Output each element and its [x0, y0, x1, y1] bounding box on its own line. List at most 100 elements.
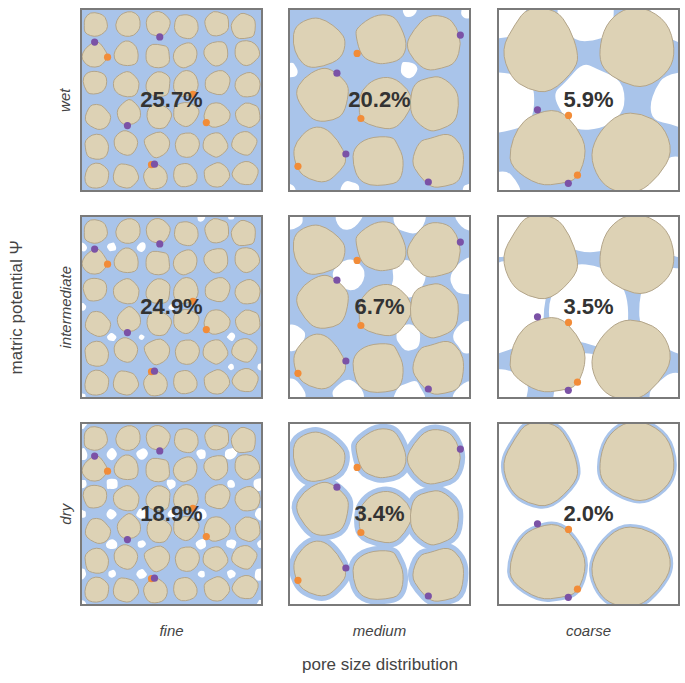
soil-grain: [84, 427, 107, 451]
water-percentage: 5.9%: [563, 87, 613, 113]
soil-grain: [144, 164, 168, 189]
soil-grain: [235, 103, 260, 128]
soil-grain: [144, 339, 170, 365]
soil-grain: [204, 456, 228, 480]
microbe-dot: [425, 592, 432, 599]
soil-grain: [410, 284, 458, 338]
soil-grain: [175, 133, 199, 158]
air-pocket: [290, 184, 296, 190]
microbe-dot: [104, 468, 111, 475]
soil-grain: [117, 306, 140, 331]
water-film: [592, 527, 670, 604]
air-pocket: [401, 62, 418, 78]
soil-grain: [231, 220, 255, 245]
microbe-dot: [333, 277, 340, 284]
row-label: intermediate: [58, 266, 75, 349]
air-pocket: [290, 63, 298, 77]
water-film: [504, 424, 578, 506]
air-pocket: [228, 364, 234, 371]
soil-grain: [504, 424, 578, 506]
water-film: [294, 541, 346, 596]
soil-grain: [510, 525, 585, 599]
soil-grain: [83, 485, 107, 508]
air-pocket: [107, 333, 117, 341]
soil-grain: [235, 486, 260, 511]
soil-grain: [85, 548, 109, 573]
soil-grain: [113, 371, 138, 395]
axis-title: matric potential Ψ: [8, 240, 27, 374]
soil-grain: [113, 164, 138, 188]
air-pocket: [82, 510, 86, 518]
soil-grain: [113, 486, 139, 511]
soil-grain: [294, 334, 346, 389]
soil-grain: [235, 310, 260, 335]
soil-grain: [114, 41, 138, 66]
soil-grain: [146, 426, 170, 451]
soil-grain: [205, 277, 230, 301]
soil-grain: [114, 338, 138, 363]
air-pocket: [341, 181, 360, 190]
air-pocket: [499, 171, 520, 190]
soil-grain: [114, 131, 138, 156]
microbe-dot: [203, 326, 210, 333]
air-pocket: [107, 479, 118, 489]
row-label: dry: [58, 504, 75, 525]
microbe-dot: [104, 54, 111, 61]
soil-grain: [407, 430, 460, 484]
water-percentage: 18.9%: [140, 501, 202, 527]
microbe-dot: [294, 370, 301, 377]
air-pocket: [82, 242, 87, 251]
microbe-dot: [124, 329, 131, 336]
soil-grain: [410, 491, 458, 545]
microbe-dot: [91, 39, 98, 46]
microbe-dot: [91, 246, 98, 253]
soil-grain: [84, 220, 107, 244]
air-pocket: [108, 570, 116, 578]
soil-panel: 20.2%: [288, 8, 471, 192]
microbe-dot: [534, 106, 541, 113]
soil-grain: [353, 551, 403, 600]
soil-grain: [146, 458, 170, 482]
soil-grain: [235, 41, 260, 66]
water-percentage: 2.0%: [563, 501, 613, 527]
pore-ground: [82, 10, 261, 190]
microbe-dot: [91, 453, 98, 460]
microbe-dot: [574, 172, 581, 179]
soil-grain: [231, 427, 255, 452]
soil-grain: [144, 578, 168, 603]
soil-grain: [232, 368, 258, 391]
soil-panel: 18.9%: [80, 422, 263, 606]
soil-grain: [407, 223, 460, 277]
soil-grain: [85, 311, 110, 336]
column-label: medium: [353, 623, 406, 640]
air-pocket: [107, 448, 117, 460]
soil-grain: [410, 77, 458, 131]
microbe-dot: [534, 520, 541, 527]
soil-grain: [510, 318, 585, 392]
soil-grain: [592, 320, 670, 397]
soil-grain: [353, 137, 403, 186]
soil-grain: [356, 15, 406, 64]
air-pocket: [106, 539, 117, 549]
microbe-dot: [156, 240, 163, 247]
air-pocket: [227, 570, 236, 579]
soil-grain: [113, 578, 138, 602]
air-pocket: [403, 10, 417, 17]
water-percentage: 24.9%: [140, 294, 202, 320]
air-pocket: [136, 448, 148, 460]
soil-grain: [293, 18, 345, 67]
soil-grain: [144, 546, 170, 572]
water-percentage: 25.7%: [140, 87, 202, 113]
soil-grain: [174, 370, 198, 393]
microbe-dot: [565, 180, 572, 187]
soil-grain: [85, 104, 110, 129]
water-film: [600, 424, 674, 501]
air-pocket: [196, 539, 206, 550]
water-percentage: 6.7%: [354, 294, 404, 320]
water-film: [407, 430, 460, 484]
soil-grain: [173, 250, 197, 275]
soil-grain: [356, 429, 406, 478]
soil-grain: [231, 13, 255, 38]
soil-grain: [600, 217, 674, 294]
microbe-dot: [151, 161, 158, 168]
